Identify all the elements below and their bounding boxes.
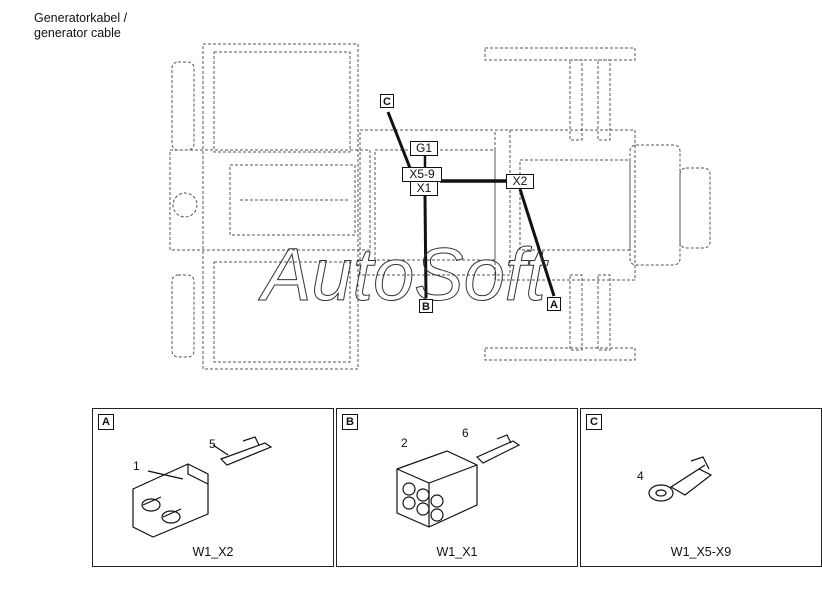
- panel-letter: B: [342, 414, 358, 430]
- panel-letter: A: [98, 414, 114, 430]
- machine-top-view-drawing: AutoSoft: [169, 43, 711, 370]
- title-line-1: Generatorkabel /: [34, 11, 128, 25]
- callout-1: 1: [133, 459, 140, 473]
- panel-caption: W1_X2: [192, 545, 234, 559]
- ring-terminal-drawing: [648, 456, 713, 502]
- callout-letter-a: A: [547, 297, 561, 311]
- detail-panel-b: B 2 6 W1_X1: [336, 408, 578, 567]
- callout-5: 5: [209, 437, 216, 451]
- title-line-2: generator cable: [34, 26, 121, 40]
- callout-6: 6: [462, 426, 469, 440]
- panel-letter: C: [586, 414, 602, 430]
- tag-x2: X2: [506, 174, 534, 189]
- callout-letter-c: C: [380, 94, 394, 108]
- watermark-text: AutoSoft: [258, 233, 549, 316]
- connector-2pin-drawing: [132, 436, 273, 538]
- detail-panel-c: C 4 W1_X5-X9: [580, 408, 822, 567]
- detail-panel-a: A 1 5 W1_X2: [92, 408, 334, 567]
- panel-caption: W1_X1: [436, 545, 478, 559]
- callout-letter-b: B: [419, 299, 433, 313]
- panel-caption: W1_X5-X9: [670, 545, 732, 559]
- tag-g1: G1: [410, 141, 438, 156]
- connector-6pin-drawing: [396, 434, 521, 528]
- callout-4: 4: [637, 469, 644, 483]
- tag-x1: X1: [410, 181, 438, 196]
- callout-2: 2: [401, 436, 408, 450]
- figure-title: Generatorkabel / generator cable: [34, 11, 127, 41]
- tag-x5-9: X5-9: [402, 167, 442, 182]
